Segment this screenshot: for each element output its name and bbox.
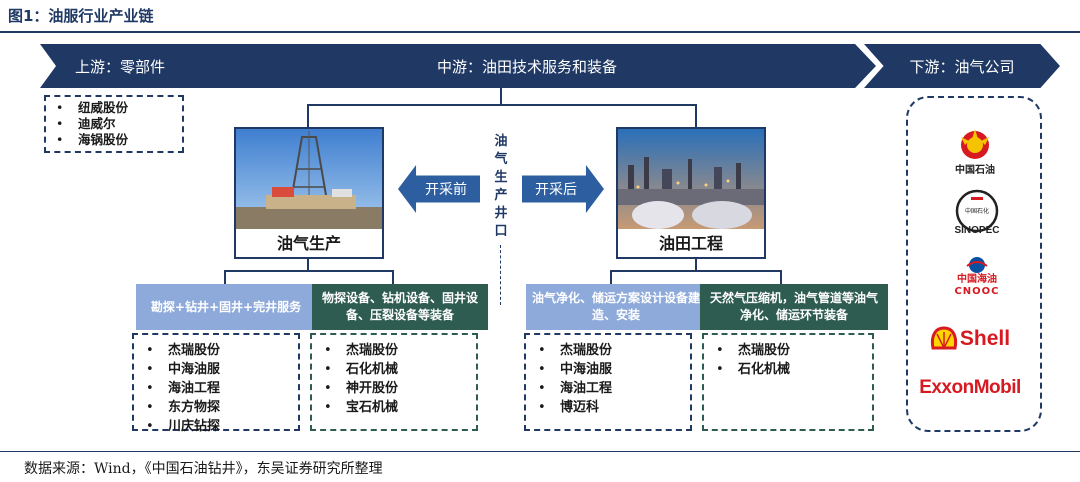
before-extraction-arrow: 开采前 [398,165,480,213]
petrochina-emblem-icon [961,128,989,159]
list-item: •海油工程 [146,381,221,396]
list-item: •杰瑞股份 [324,343,399,358]
oil-gas-production-card: 油气生产 [234,127,384,259]
list-item: •海锅股份 [56,132,129,147]
petrochina-name: 中国石油 [955,164,995,176]
shell-wordmark: Shell [959,327,1011,350]
connector-line [610,270,782,272]
list-item: •石化机械 [324,362,399,377]
sinopec-logo: SINOPEC 中国石化 [948,186,1006,240]
after-extraction-label: 开采后 [535,182,577,198]
connector-line [695,104,697,128]
list-item: •杰瑞股份 [538,343,613,358]
connector-line [695,259,697,271]
downstream-banner: 下游：油气公司 [864,44,1060,88]
drilling-rig-photo [236,129,382,229]
upstream-banner: 上游：零部件 [40,44,200,88]
list-item: •迪威尔 [56,116,116,131]
petrochina-logo: 中国石油 [944,120,1006,180]
cnooc-emblem-icon [966,257,988,273]
category-company-list: •杰瑞股份 •中海油服 •海油工程 •东方物探 •川庆钻探 [146,341,298,436]
shell-logo: Shell [916,316,1024,362]
category-company-box: •杰瑞股份 •石化机械 •神开股份 •宝石机械 [310,333,478,431]
category-company-list: •杰瑞股份 •中海油服 •海油工程 •博迈科 [538,341,690,417]
exxonmobil-wordmark: ExxonMobil [919,377,1021,398]
list-item: •博迈科 [538,400,600,415]
cnooc-chinese-name: 中国海油 [957,274,997,285]
after-extraction-arrow: 开采后 [522,165,604,213]
list-item: •杰瑞股份 [146,343,221,358]
before-extraction-label: 开采前 [425,182,467,198]
category-company-box: •杰瑞股份 •石化机械 [702,333,874,431]
wellhead-vertical-label: 油气生产井口 [494,134,508,239]
list-item: •中海油服 [146,362,221,377]
list-item: •川庆钻探 [146,419,221,434]
connector-line [224,270,394,272]
connector-line [780,270,782,284]
list-item: •纽威股份 [56,100,129,115]
oil-gas-production-label: 油气生产 [276,234,341,253]
connector-line [610,270,612,284]
list-item: •神开股份 [324,381,399,396]
category-company-box: •杰瑞股份 •中海油服 •海油工程 •博迈科 [524,333,692,431]
list-item: •中海油服 [538,362,613,377]
oilfield-engineering-label: 油田工程 [658,234,723,253]
connector-line [307,259,309,271]
category-header: 天然气压缩机，油气管道等油气净化、储运环节装备 [700,284,888,330]
category-header: 勘探+钻井+固井+完井服务 [136,284,316,330]
exxonmobil-logo: ExxonMobil [914,368,1026,408]
list-item: •海油工程 [538,381,613,396]
midstream-banner: 中游：油田技术服务和装备 [178,44,876,88]
connector-line [224,270,226,284]
source-note: 数据来源：Wind，《中国石油钻井》，东吴证券研究所整理 [24,461,383,477]
upstream-company-box: •纽威股份 •迪威尔 •海锅股份 [44,95,184,153]
sinopec-emblem-icon: SINOPEC 中国石化 [954,189,1000,236]
svg-text:SINOPEC: SINOPEC [954,225,999,236]
connector-line [392,270,394,284]
center-dashed-line [500,245,501,305]
connector-line [307,104,697,106]
top-rule [0,31,1080,33]
list-item: •宝石机械 [324,400,399,415]
upstream-company-list: •纽威股份 •迪威尔 •海锅股份 [56,100,182,148]
list-item: •东方物探 [146,400,221,415]
bottom-rule [0,451,1080,452]
list-item: •石化机械 [716,362,791,377]
category-header: 油气净化、储运方案设计设备建造、安装 [526,284,706,330]
cnooc-logo: 中国海油 CNOOC [946,252,1008,302]
oilfield-engineering-card: 油田工程 [616,127,766,259]
shell-pecten-icon [930,326,957,350]
cnooc-english-name: CNOOC [954,286,1000,297]
list-item: •杰瑞股份 [716,343,791,358]
svg-text:中国石化: 中国石化 [965,207,989,215]
category-company-list: •杰瑞股份 •石化机械 [716,341,872,379]
downstream-logo-panel [906,96,1042,432]
figure-title: 图1：油服行业产业链 [8,7,154,25]
refinery-photo [618,129,764,229]
connector-line [500,88,502,105]
category-company-box: •杰瑞股份 •中海油服 •海油工程 •东方物探 •川庆钻探 [132,333,300,434]
category-header: 物探设备、钻机设备、固井设备、压裂设备等装备 [312,284,488,330]
connector-line [307,104,309,128]
category-company-list: •杰瑞股份 •石化机械 •神开股份 •宝石机械 [324,341,476,417]
